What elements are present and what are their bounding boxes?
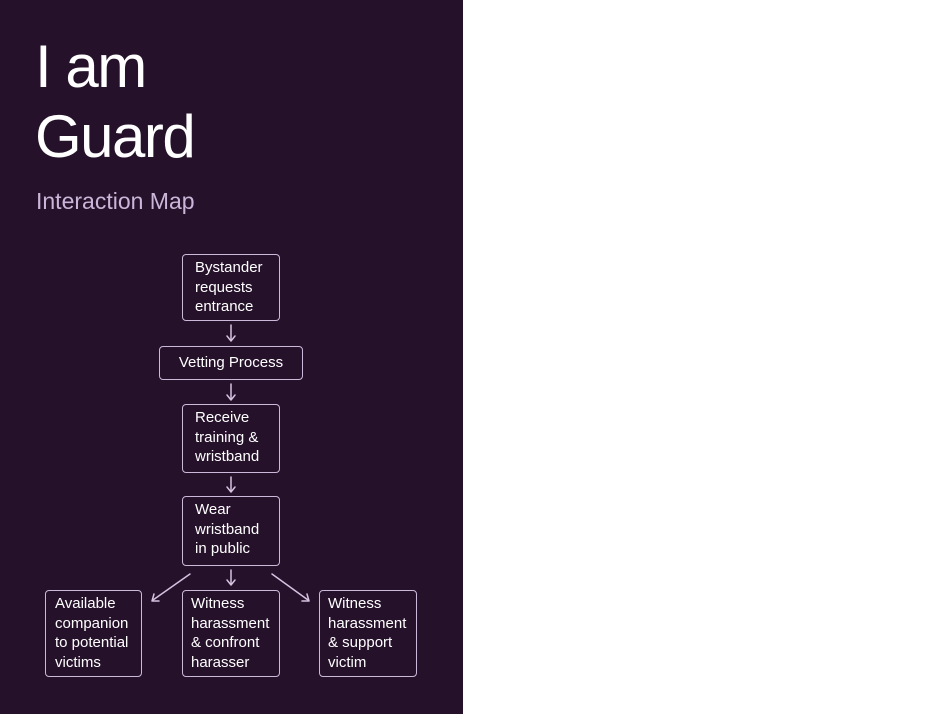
flow-node-receive-training: Receive training & wristband [182,404,280,473]
flow-node-witness-support: Witness harassment & support victim [319,590,417,677]
arrow-down-right-icon [271,573,310,602]
arrow-down-icon [226,476,236,493]
flow-node-wear-wristband: Wear wristband in public [182,496,280,566]
title-line-1: I am [35,33,147,100]
arrow-down-icon [226,383,236,401]
arrow-down-icon [226,569,236,586]
flow-node-available-companion: Available companion to potential victims [45,590,142,677]
title-line-2: Guard [35,103,196,170]
flow-connectors [151,324,310,602]
flow-node-vetting-process: Vetting Process [159,346,303,380]
arrow-down-left-icon [151,573,191,602]
interaction-map-panel: I am Guard Interaction Map [0,0,463,714]
page-title: I am Guard [35,32,196,172]
flow-node-witness-confront: Witness harassment & confront harasser [182,590,280,677]
flow-node-bystander-requests: Bystander requests entrance [182,254,280,321]
page-subtitle: Interaction Map [36,188,195,214]
arrow-down-icon [226,324,236,342]
